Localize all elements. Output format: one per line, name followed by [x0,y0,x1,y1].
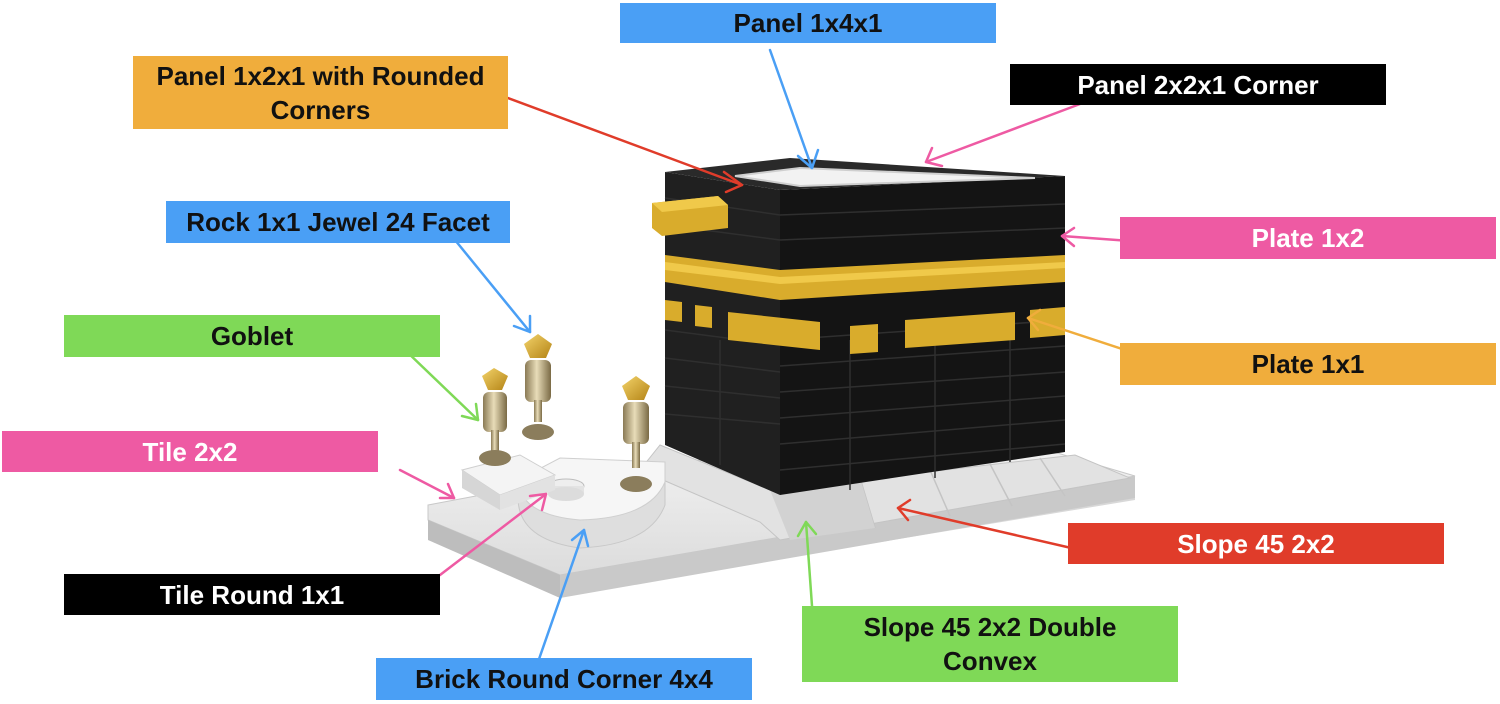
arrow-panel-2x2x1-corner [924,102,1082,168]
kaaba-body [652,158,1066,495]
label-slope-45-2x2-double-convex: Slope 45 2x2 Double Convex [802,606,1178,682]
arrow-slope-45-2x2 [896,498,1082,552]
arrow-panel-1x2x1 [506,96,744,194]
label-tile-round-1x1-text: Tile Round 1x1 [159,579,345,610]
label-panel-1x2x1-rounded-corners-text: Panel 1x2x1 with Rounded Corners [156,60,485,125]
arrow-rock-jewel [453,238,532,334]
arrow-goblet [403,348,480,422]
goblet-right [620,376,652,492]
arrow-tile-round-1x1 [438,492,548,577]
label-panel-1x4x1: Panel 1x4x1 [620,3,996,43]
label-plate-1x1: Plate 1x1 [1120,343,1496,385]
label-tile-2x2: Tile 2x2 [2,431,378,472]
label-slope-45-2x2-double-convex-text: Slope 45 2x2 Double Convex [863,612,1117,676]
arrow-brick-round-corner [536,528,590,664]
goblet-middle [522,334,554,440]
label-brick-round-corner-4x4-text: Brick Round Corner 4x4 [415,664,713,694]
arrow-tile-2x2 [398,468,456,500]
label-goblet: Goblet [64,315,440,357]
label-panel-2x2x1-corner: Panel 2x2x1 Corner [1010,64,1386,105]
tile-2x2 [460,454,557,510]
label-panel-2x2x1-corner-text: Panel 2x2x1 Corner [1077,69,1319,100]
label-plate-1x2-text: Plate 1x2 [1251,223,1365,253]
label-goblet-text: Goblet [210,321,294,351]
slope-skirt [639,444,1132,541]
goblet-left [479,368,511,466]
label-tile-round-1x1: Tile Round 1x1 [64,574,440,615]
label-brick-round-corner-4x4: Brick Round Corner 4x4 [376,658,752,700]
label-panel-1x2x1-rounded-corners: Panel 1x2x1 with Rounded Corners [133,56,508,129]
label-slope-45-2x2: Slope 45 2x2 [1068,523,1444,564]
label-rock-jewel-24-facet: Rock 1x1 Jewel 24 Facet [166,201,510,243]
label-plate-1x2: Plate 1x2 [1120,217,1496,259]
label-plate-1x1-text: Plate 1x1 [1251,349,1365,379]
label-tile-2x2-text: Tile 2x2 [142,436,238,467]
label-panel-1x4x1-text: Panel 1x4x1 [733,8,883,38]
arrow-slope-double-convex [796,520,818,608]
brick-round-corner [517,457,666,549]
label-rock-jewel-24-facet-text: Rock 1x1 Jewel 24 Facet [186,207,490,237]
arrow-panel-1x4x1 [768,48,820,170]
label-slope-45-2x2-text: Slope 45 2x2 [1177,528,1335,559]
